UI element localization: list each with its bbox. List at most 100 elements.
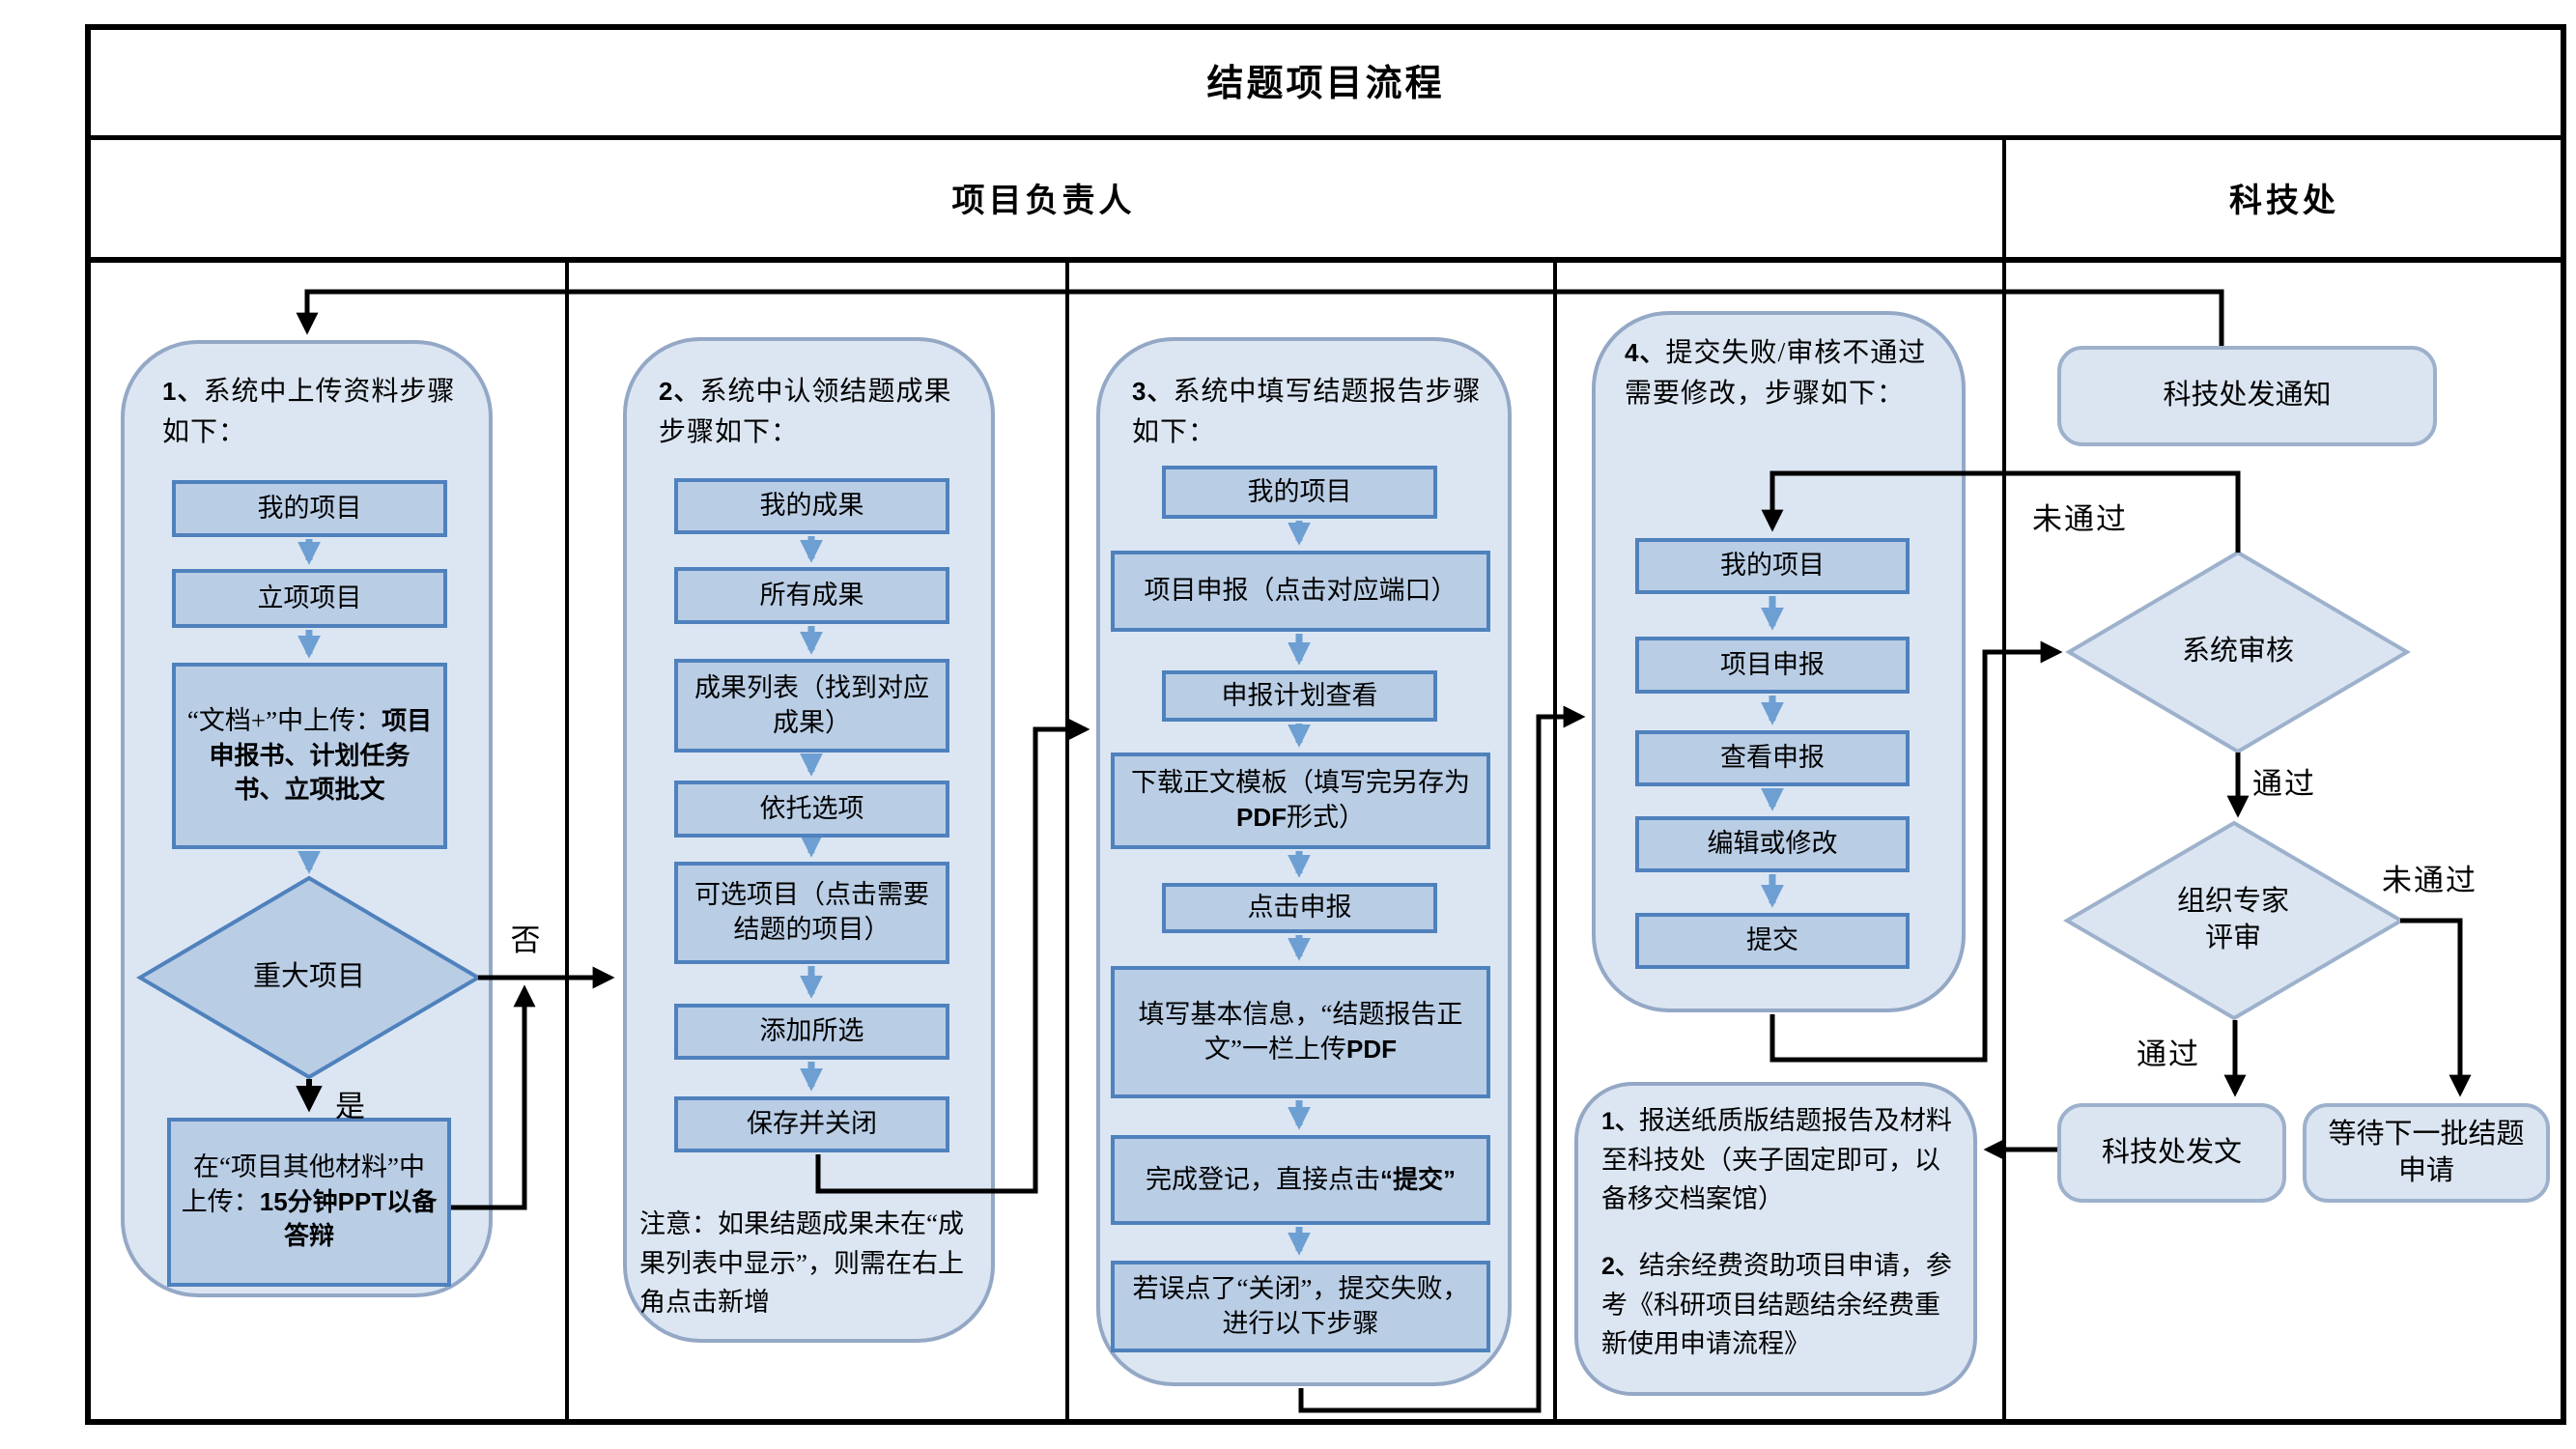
group-4-title: 4、提交失败/审核不通过需要修改，步骤如下： — [1625, 333, 1943, 414]
table-border — [85, 24, 2566, 1425]
col-divider-1 — [565, 263, 569, 1425]
paper-note-2: 2、结余经费资助项目申请，参考《科研项目结题结余经费重新使用申请流程》 — [1601, 1246, 1957, 1364]
step-g3-submit: 完成登记，直接点击“提交” — [1111, 1135, 1490, 1225]
step-text-bold: PDF — [1236, 803, 1287, 832]
step-text: 提交 — [1746, 925, 1798, 955]
step-g4-submit: 提交 — [1635, 913, 1910, 969]
step-text: 在“项目其他材料”中上传：15分钟PPT以备答辩 — [181, 1151, 438, 1254]
step-text: 点击申报 — [1247, 893, 1352, 923]
group-4-number: 4、 — [1625, 338, 1666, 367]
step-text: 填写基本信息，“结题报告正文”一栏上传PDF — [1124, 998, 1477, 1066]
step-g2-my-results: 我的成果 — [674, 478, 949, 534]
group-1-title-text: 系统中上传资料步骤如下： — [162, 377, 456, 447]
connector-group2-to-group3 — [815, 718, 1090, 1194]
connector-expert-fail — [2400, 918, 2472, 1097]
step-g3-download-template: 下载正文模板（填写完另存为 PDF形式） — [1111, 753, 1490, 849]
group-1-title: 1、系统中上传资料步骤如下： — [162, 372, 471, 453]
decision-expert-review — [2063, 820, 2405, 1021]
paper-note-1-number: 1、 — [1601, 1108, 1639, 1135]
step-text: 我的成果 — [759, 491, 864, 521]
step-text-pre: 填写基本信息，“结题报告正文”一栏上传 — [1138, 999, 1463, 1064]
step-g4-edit-modify: 编辑或修改 — [1635, 816, 1910, 872]
step-text-pre: “文档+”中上传： — [186, 706, 382, 736]
branch-label-review-pass: 通过 — [2252, 767, 2316, 801]
step-g3-project-declare: 项目申报（点击对应端口） — [1111, 551, 1490, 632]
step-g1-my-projects: 我的项目 — [172, 480, 447, 537]
step-text: “文档+”中上传：项目申报书、计划任务书、立项批文 — [185, 704, 434, 808]
step-text-bold: 15分钟PPT以备答辩 — [259, 1186, 438, 1251]
step-text-post: 形式） — [1287, 803, 1365, 832]
step-g2-save-close: 保存并关闭 — [674, 1096, 949, 1152]
decision-expert-review-label: 组织专家评审 — [2176, 886, 2289, 953]
col-divider-3 — [1553, 263, 1557, 1425]
group-2-number: 2、 — [659, 377, 700, 406]
step-text: 保存并关闭 — [747, 1109, 877, 1139]
step-text: 申报计划查看 — [1221, 680, 1378, 710]
paper-notes-container — [1574, 1082, 1977, 1396]
step-text: 我的项目 — [1247, 476, 1352, 506]
step-g1-upload-docs: “文档+”中上传：项目申报书、计划任务书、立项批文 — [172, 663, 447, 849]
step-text: 依托选项 — [759, 793, 864, 823]
step-text: 添加所选 — [759, 1016, 864, 1046]
step-text: 所有成果 — [759, 580, 864, 610]
step-text: 可选项目（点击需要结题的项目） — [694, 880, 929, 944]
step-g1-upload-ppt: 在“项目其他材料”中上传：15分钟PPT以备答辩 — [167, 1118, 451, 1287]
connector-review-fail — [1761, 470, 2241, 553]
step-g3-plan-view: 申报计划查看 — [1162, 670, 1437, 722]
branch-label-yes: 是 — [335, 1090, 367, 1123]
decision-system-review — [2065, 550, 2411, 754]
connector-group4-to-review — [1769, 640, 2063, 1063]
paper-note-2-number: 2、 — [1601, 1253, 1639, 1280]
paper-note-2-text: 结余经费资助项目申请，参考《科研项目结题结余经费重新使用申请流程》 — [1601, 1251, 1952, 1358]
step-text-bold: 项目申报书、计划任务书、立项批文 — [209, 706, 433, 805]
group-4-title-text: 提交失败/审核不通过需要修改，步骤如下： — [1625, 338, 1927, 409]
step-g2-optional-projects: 可选项目（点击需要结题的项目） — [674, 862, 949, 964]
step-text: 立项项目 — [257, 582, 362, 612]
decision-major-project — [136, 875, 482, 1080]
step-text-pre: 下载正文模板（填写完另存为 — [1131, 768, 1470, 798]
step-text: 完成登记，直接点击“提交” — [1146, 1163, 1456, 1198]
title-row-divider — [85, 135, 2566, 140]
connector-group3-to-group4 — [1298, 705, 1586, 1413]
step-g2-rely-option: 依托选项 — [674, 781, 949, 838]
connector-ppt-to-no-line — [451, 984, 536, 1210]
group-3-number: 3、 — [1132, 377, 1174, 406]
step-g4-my-projects: 我的项目 — [1635, 538, 1910, 594]
branch-label-review-fail: 未通过 — [2032, 502, 2128, 536]
step-text: 我的项目 — [257, 493, 362, 523]
step-g2-result-list: 成果列表（找到对应成果） — [674, 659, 949, 753]
step-text-pre: 完成登记，直接点击 — [1145, 1164, 1380, 1194]
step-text-pre: 在“项目其他材料”中上传： — [181, 1152, 425, 1216]
branch-label-expert-fail: 未通过 — [2382, 864, 2477, 897]
decision-system-review-label: 系统审核 — [2181, 636, 2294, 668]
step-g3-close-failed: 若误点了“关闭”，提交失败，进行以下步骤 — [1111, 1261, 1490, 1352]
group-2-title-text: 系统中认领结题成果步骤如下： — [659, 377, 952, 447]
group-3-title: 3、系统中填写结题报告步骤如下： — [1132, 372, 1499, 453]
header-row-divider — [85, 257, 2566, 263]
step-text: 项目申报 — [1720, 649, 1825, 679]
step-g4-project-declare: 项目申报 — [1635, 637, 1910, 694]
step-g2-add-selected: 添加所选 — [674, 1004, 949, 1060]
step-g4-view-declare: 查看申报 — [1635, 730, 1910, 786]
step-text-bold: “提交” — [1379, 1164, 1456, 1194]
step-g1-approved-projects: 立项项目 — [172, 569, 447, 628]
step-text: 项目申报（点击对应端口） — [1144, 576, 1458, 606]
step-text: 编辑或修改 — [1707, 829, 1838, 859]
paper-note-1-text: 报送纸质版结题报告及材料至科技处（夹子固定即可，以备移交档案馆） — [1601, 1106, 1952, 1213]
step-g3-fill-info: 填写基本信息，“结题报告正文”一栏上传PDF — [1111, 966, 1490, 1098]
lane-header-office: 科技处 — [2229, 184, 2339, 219]
page-title: 结题项目流程 — [1206, 64, 1445, 104]
branch-label-expert-pass: 通过 — [2137, 1037, 2200, 1071]
step-text: 若误点了“关闭”，提交失败，进行以下步骤 — [1132, 1273, 1469, 1338]
step-text: 下载正文模板（填写完另存为 PDF形式） — [1124, 766, 1477, 835]
step-text: 查看申报 — [1720, 743, 1825, 773]
col-divider-2 — [1065, 263, 1069, 1425]
step-g3-click-declare: 点击申报 — [1162, 883, 1437, 933]
group-2-note: 注意：如果结题成果未在“成果列表中显示”，则需在右上角点击新增 — [639, 1209, 964, 1317]
connector-notify-to-group1 — [296, 289, 2224, 346]
group-2-title: 2、系统中认领结题成果步骤如下： — [659, 372, 977, 453]
office-lane-divider — [2002, 135, 2006, 1425]
branch-label-no: 否 — [510, 923, 543, 957]
